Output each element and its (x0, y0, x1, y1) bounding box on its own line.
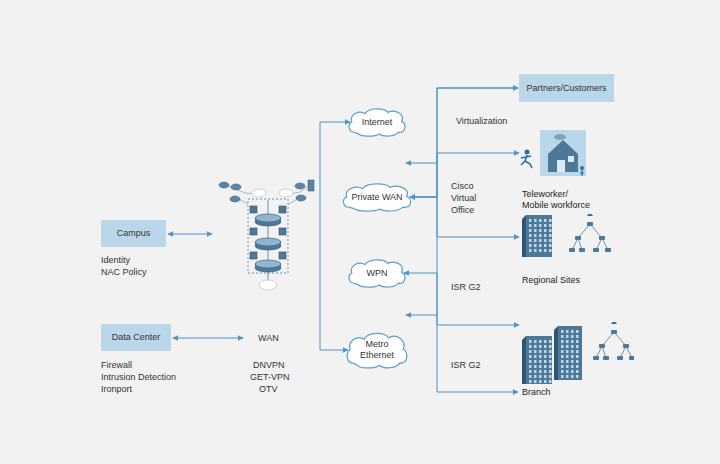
node-text: Regional Sites (522, 275, 580, 286)
node-text: Partners/Customers (526, 83, 606, 94)
node-text: Data Center (112, 332, 161, 343)
network-cloud: Internet (347, 107, 407, 137)
core-router-stack (219, 180, 314, 290)
site-icon: Branch (520, 322, 634, 398)
node-text: Branch (522, 387, 551, 398)
trunk-branch (406, 163, 437, 164)
site-icon: Teleworker/ Mobile workforce (520, 128, 596, 211)
node-text: Teleworker/ Mobile workforce (522, 189, 594, 211)
network-cloud: WPN (347, 258, 407, 288)
annotation-label: DNVPN (253, 359, 285, 371)
annotation-label: Identity (101, 254, 130, 266)
site-box: Campus (101, 220, 166, 247)
trunk-branch (437, 392, 518, 393)
node-text: Private WAN (351, 192, 402, 203)
campus-link (168, 234, 212, 235)
annotation-label: Firewall (101, 359, 132, 371)
site-box: Partners/Customers (519, 74, 614, 102)
network-cloud: Private WAN (341, 182, 413, 212)
node-text: Metro Ethernet (354, 339, 400, 361)
site-illustration (520, 322, 634, 398)
site-box: Data Center (101, 324, 171, 351)
annotation-label: Intrusion Detection (101, 371, 176, 383)
annotation-label: OTV (259, 383, 278, 395)
network-cloud: Metro Ethernet (345, 331, 409, 369)
annotation-label: Virtualization (456, 115, 507, 127)
network-connector (320, 122, 350, 350)
site-illustration (520, 128, 596, 198)
site-illustration (520, 214, 634, 278)
annotation-label: NAC Policy (101, 266, 147, 278)
annotation-label: Cisco Virtual Office (451, 180, 491, 216)
annotation-label: ISR G2 (451, 359, 481, 371)
annotation-label: Ironport (101, 383, 132, 395)
annotation-label: ISR G2 (451, 281, 481, 293)
node-text: Campus (117, 228, 151, 239)
node-text: Internet (362, 117, 393, 128)
site-icon: Regional Sites (520, 214, 634, 286)
annotation-label: WAN (258, 332, 279, 344)
node-text: WPN (367, 268, 388, 279)
trunk-branch (406, 315, 437, 316)
datacenter-link (173, 338, 243, 339)
annotation-label: GET-VPN (250, 371, 290, 383)
network-connector (404, 273, 519, 325)
network-connector (410, 88, 518, 197)
